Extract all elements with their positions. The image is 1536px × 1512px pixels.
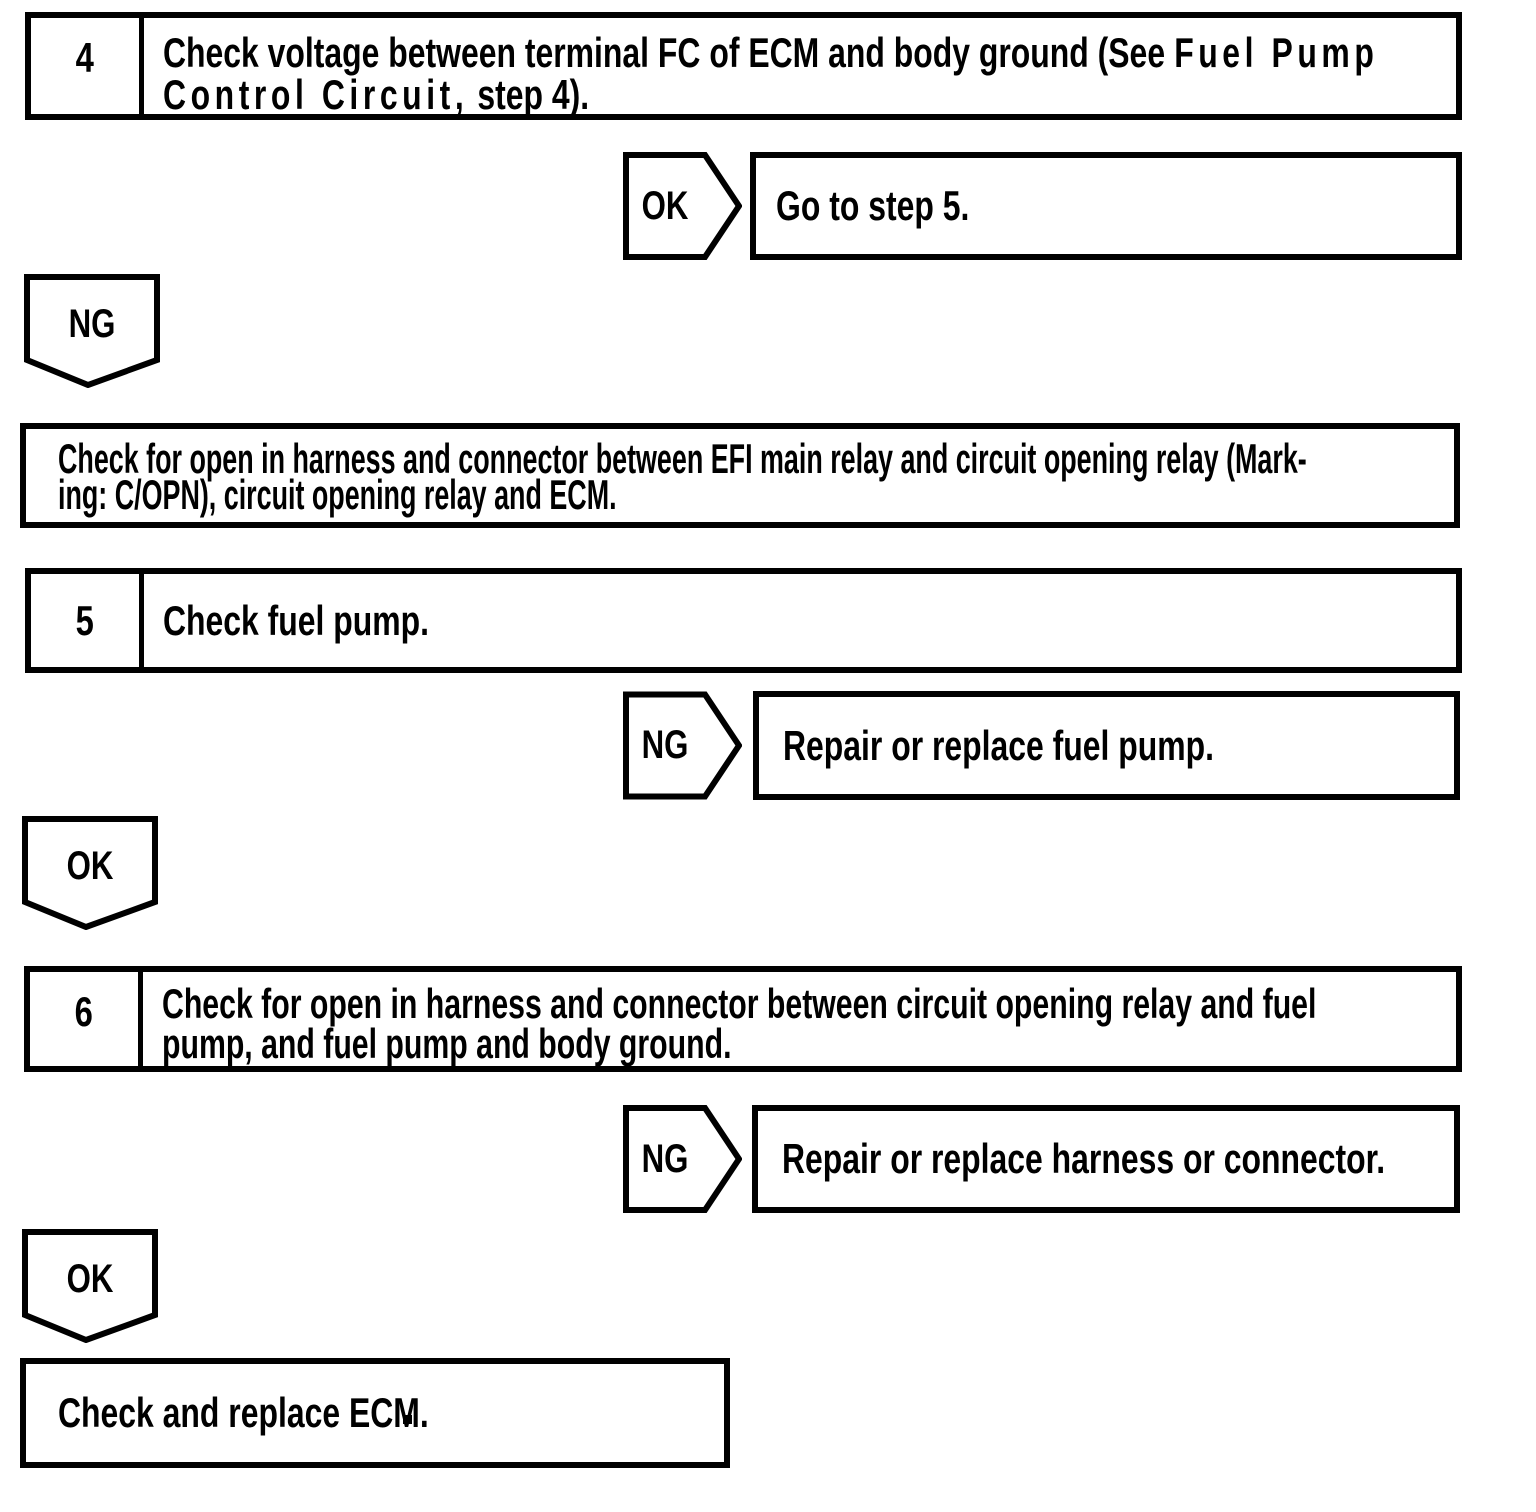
step4-ok-connector: OK xyxy=(623,152,742,260)
step4-instruction: Check voltage between terminal FC of ECM… xyxy=(149,18,1456,116)
step5-ng-result-text: Repair or replace fuel pump. xyxy=(783,721,1215,769)
step4-ok-result-text: Go to step 5. xyxy=(776,182,970,229)
step4-ng-connector: NG xyxy=(24,274,160,388)
step5-ng-connector: NG xyxy=(623,691,742,800)
step6-box: 6 Check for open in harness and connecto… xyxy=(24,966,1462,1072)
step4-text-line2-emphasis: Control Circuit, xyxy=(163,71,469,118)
final-action-box: Check and replace ECM. xyxy=(20,1358,730,1468)
step6-number-cell: 6 xyxy=(30,972,143,1066)
step6-text-line2: pump, and fuel pump and body ground. xyxy=(162,1020,732,1067)
final-action-text: Check and replace ECM. xyxy=(58,1389,429,1436)
step5-ng-result-box: Repair or replace fuel pump. xyxy=(753,691,1460,800)
step6-ng-label: NG xyxy=(641,1137,689,1181)
step4-number-cell: 4 xyxy=(31,18,144,114)
step4-ng-action-line1: Check for open in harness and connector … xyxy=(58,435,1307,482)
arrow-right-pentagon-icon xyxy=(623,1105,742,1213)
step5-number: 5 xyxy=(75,596,95,644)
step4-text-line1: Check voltage between terminal FC of ECM… xyxy=(163,29,1166,76)
step4-ok-label: OK xyxy=(641,184,689,228)
scan-artifact-dot xyxy=(403,1415,412,1424)
step5-number-cell: 5 xyxy=(31,574,144,667)
step6-ok-connector: OK xyxy=(22,1229,158,1343)
step5-ok-label: OK xyxy=(66,844,114,888)
step5-box: 5 Check fuel pump. xyxy=(25,568,1462,673)
step6-ng-result-box: Repair or replace harness or connector. xyxy=(752,1105,1460,1213)
arrow-right-pentagon-icon xyxy=(623,691,742,800)
arrow-down-pentagon-icon xyxy=(22,816,158,930)
step4-ng-label: NG xyxy=(68,302,116,346)
step4-number: 4 xyxy=(75,34,95,81)
step5-text: Check fuel pump. xyxy=(163,596,430,644)
step4-text-line2: step 4). xyxy=(477,71,590,118)
step4-ng-action-box: Check for open in harness and connector … xyxy=(20,423,1460,528)
step5-ok-connector: OK xyxy=(22,816,158,930)
step4-ng-action-line2: ing: C/OPN), circuit opening relay and E… xyxy=(58,471,617,518)
arrow-right-pentagon-icon xyxy=(623,152,742,260)
step6-number: 6 xyxy=(74,988,94,1035)
step4-box: 4 Check voltage between terminal FC of E… xyxy=(25,12,1462,120)
step6-ng-result-text: Repair or replace harness or connector. xyxy=(782,1135,1386,1182)
step6-ng-connector: NG xyxy=(623,1105,742,1213)
step5-ng-label: NG xyxy=(641,723,689,767)
step5-instruction: Check fuel pump. xyxy=(149,574,1456,667)
arrow-down-pentagon-icon xyxy=(24,274,160,388)
step6-instruction: Check for open in harness and connector … xyxy=(148,972,1456,1066)
step6-text-line1: Check for open in harness and connector … xyxy=(162,980,1317,1027)
arrow-down-pentagon-icon xyxy=(22,1229,158,1343)
step6-ok-label: OK xyxy=(66,1257,114,1301)
step4-text-line1-emphasis: Fuel Pump xyxy=(1174,29,1379,76)
step4-ok-result-box: Go to step 5. xyxy=(750,152,1462,260)
